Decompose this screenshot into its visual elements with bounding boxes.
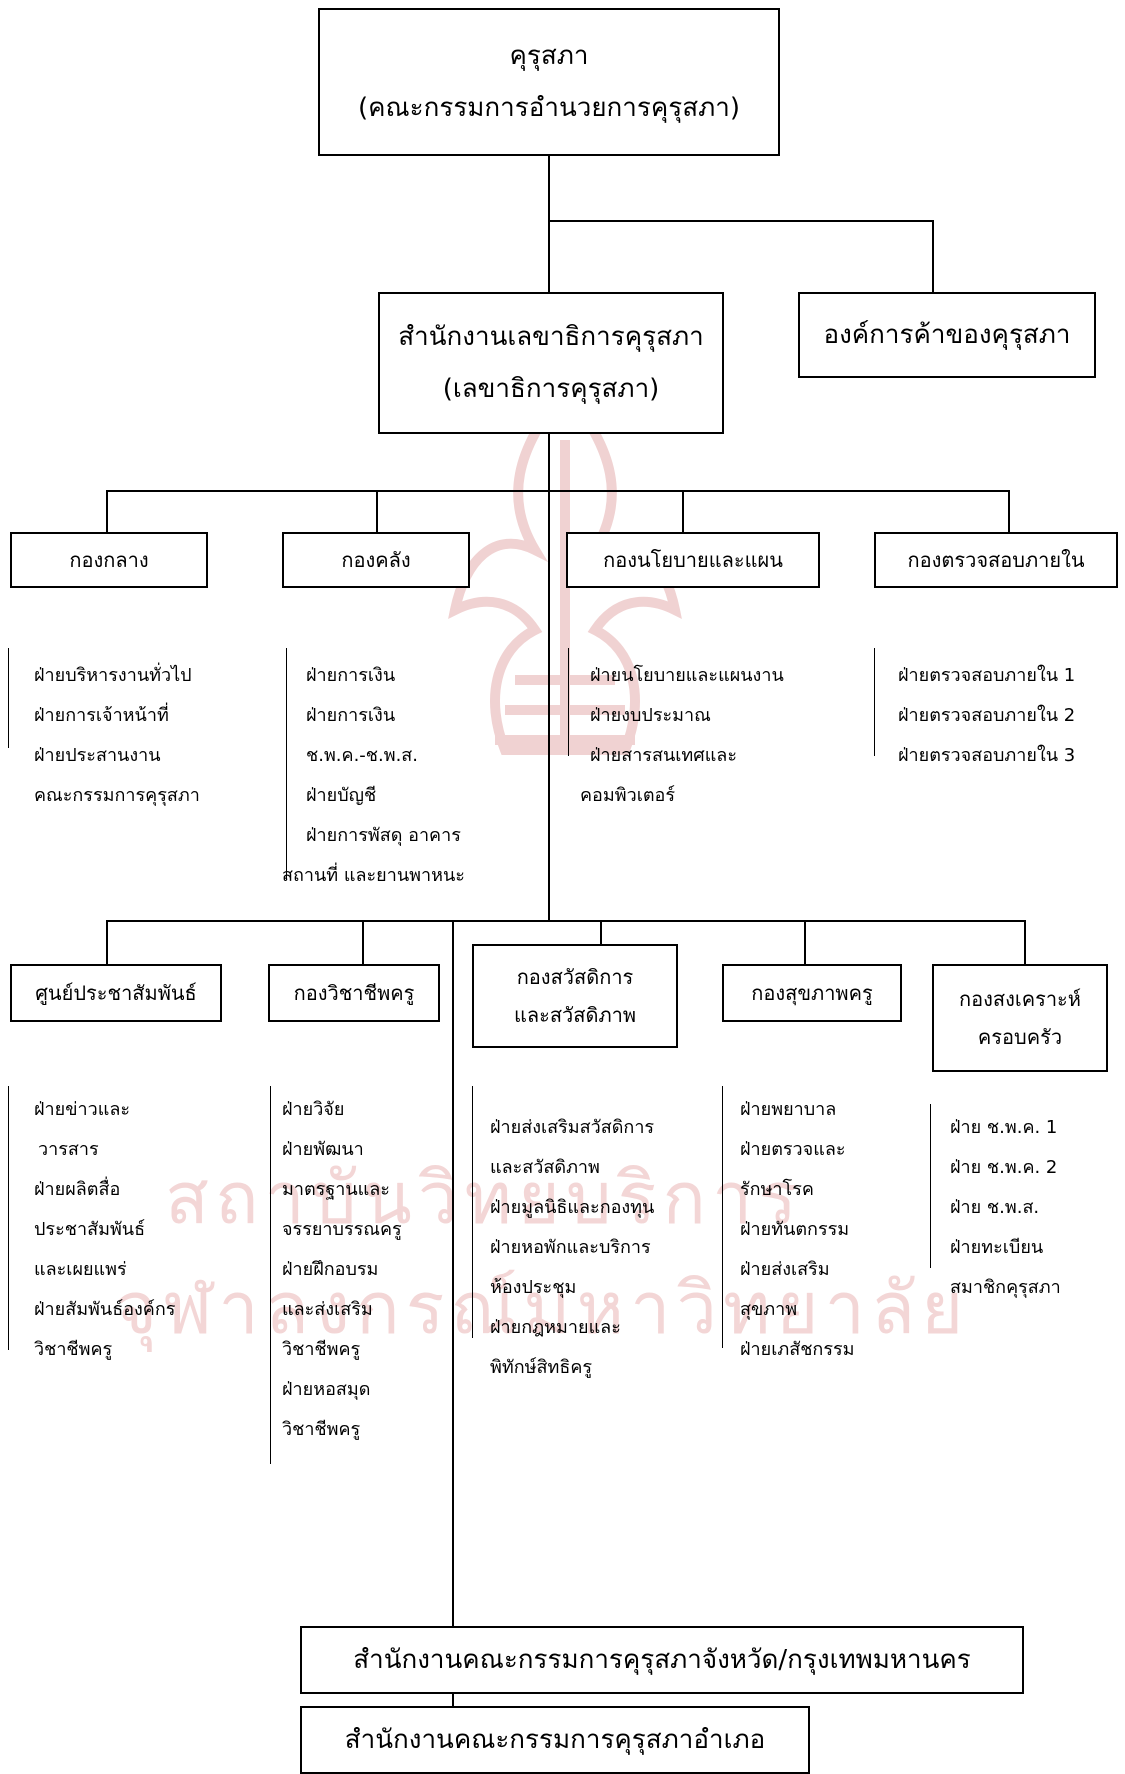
division-box-audit: กองตรวจสอบภายใน: [874, 532, 1118, 588]
university-seal-watermark: [448, 382, 682, 755]
list-item: ฝ่าย ช.พ.ค. 2: [950, 1157, 1058, 1178]
list-item: คณะกรรมการคุรุสภา: [34, 785, 200, 806]
list-item: ฝ่ายการเงิน: [306, 705, 396, 726]
list-item: ฝ่ายบริหารงานทั่วไป: [34, 665, 192, 686]
list-item: ฝ่ายทันตกรรม: [740, 1219, 850, 1240]
list-item: สถานที่ และยานพาหนะ: [282, 865, 465, 886]
list-item: และส่งเสริม: [282, 1299, 373, 1320]
root-subtitle: (คณะกรรมการอำนวยการคุรุสภา): [358, 93, 740, 123]
watermark-line-1: สถาบันวิทยบริการ: [165, 1156, 804, 1240]
list-item: และสวัสดิภาพ: [490, 1157, 600, 1178]
secretariat-title: สำนักงานเลขาธิการคุรุสภา: [398, 322, 704, 352]
list-item: ฝ่ายผลิตสื่อ: [34, 1179, 121, 1200]
list-item: ประชาสัมพันธ์: [34, 1219, 146, 1240]
list-item: วารสาร: [38, 1139, 99, 1160]
secretariat-subtitle: (เลขาธิการคุรุสภา): [442, 374, 660, 404]
list-item: ฝ่ายมูลนิธิและกองทุน: [490, 1197, 655, 1218]
provincial-office-box: สำนักงานคณะกรรมการคุรุสภาจังหวัด/กรุงเทพ…: [300, 1626, 1024, 1694]
list-item: ฝ่ายสัมพันธ์องค์กร: [34, 1299, 176, 1320]
secretariat-box: สำนักงานเลขาธิการคุรุสภา (เลขาธิการคุรุส…: [378, 292, 724, 434]
list-item: และเผยแพร่: [34, 1259, 127, 1280]
list-item: ฝ่ายเภสัชกรรม: [740, 1339, 855, 1360]
division-title: ศูนย์ประชาสัมพันธ์: [35, 981, 197, 1005]
division-title: กองนโยบายและแผน: [603, 548, 783, 572]
list-item: ฝ่ายพยาบาล: [740, 1099, 837, 1120]
list-item: ฝ่ายประสานงาน: [34, 745, 161, 766]
division-title: กองสวัสดิการ: [516, 965, 634, 989]
division-box-welfare: กองสวัสดิการ และสวัสดิภาพ: [472, 944, 678, 1048]
division-box-central: กองกลาง: [10, 532, 208, 588]
list-item: ฝ่ายส่งเสริม: [740, 1259, 830, 1280]
list-item: สมาชิกคุรุสภา: [950, 1277, 1061, 1298]
list-item: ฝ่ายข่าวและ: [34, 1099, 131, 1120]
list-item: ช.พ.ค.-ช.พ.ส.: [306, 745, 419, 766]
list-item: ฝ่ายบัญชี: [306, 785, 377, 806]
provincial-office-title: สำนักงานคณะกรรมการคุรุสภาจังหวัด/กรุงเทพ…: [353, 1645, 971, 1675]
division-title: และสวัสดิภาพ: [513, 1003, 637, 1027]
list-item: ฝ่ายตรวจสอบภายใน 3: [898, 745, 1076, 766]
list-item: ฝ่ายสารสนเทศและ: [590, 745, 737, 766]
division-title: กองกลาง: [69, 548, 149, 572]
list-item: วิชาชีพครู: [282, 1419, 361, 1440]
list-item: ฝ่าย ช.พ.ส.: [950, 1197, 1040, 1218]
list-item: ฝ่ายหอสมุด: [282, 1379, 371, 1400]
list-item: ฝ่ายการพัสดุ อาคาร: [306, 825, 461, 846]
list-item: ฝ่ายวิจัย: [282, 1099, 345, 1120]
list-item: รักษาโรค: [740, 1179, 814, 1200]
list-item: วิชาชีพครู: [34, 1339, 113, 1360]
division-title: กองสงเคราะห์: [959, 987, 1081, 1011]
division-title: ครอบครัว: [977, 1025, 1063, 1049]
list-item: ฝ่าย ช.พ.ค. 1: [950, 1117, 1058, 1138]
list-item: ฝ่ายหอพักและบริการ: [490, 1237, 651, 1258]
watermark-line-2: จุฬาลงกรณ์มหาวิทยาลัย: [115, 1266, 970, 1350]
list-item: พิทักษ์สิทธิครู: [490, 1357, 593, 1378]
list-item: ฝ่ายตรวจและ: [740, 1139, 846, 1160]
list-item: ฝ่ายกฎหมายและ: [490, 1317, 621, 1338]
list-item: ฝ่ายพัฒนา: [282, 1139, 364, 1160]
division-title: กองตรวจสอบภายใน: [907, 548, 1085, 572]
division-box-teaching-profession: กองวิชาชีพครู: [268, 964, 440, 1022]
list-item: วิชาชีพครู: [282, 1339, 361, 1360]
district-office-title: สำนักงานคณะกรรมการคุรุสภาอำเภอ: [344, 1725, 766, 1755]
list-item: ฝ่ายนโยบายและแผนงาน: [590, 665, 784, 686]
division-box-family-aid: กองสงเคราะห์ ครอบครัว: [932, 964, 1108, 1072]
list-item: คอมพิวเตอร์: [580, 785, 676, 806]
list-item: ฝ่ายส่งเสริมสวัสดิการ: [490, 1117, 655, 1138]
division-title: กองสุขภาพครู: [751, 981, 873, 1005]
list-item: ฝ่ายทะเบียน: [950, 1237, 1044, 1258]
district-office-box: สำนักงานคณะกรรมการคุรุสภาอำเภอ: [300, 1706, 810, 1774]
list-item: ฝ่ายตรวจสอบภายใน 1: [898, 665, 1076, 686]
division-title: กองวิชาชีพครู: [293, 981, 415, 1005]
division-box-policy: กองนโยบายและแผน: [566, 532, 820, 588]
division-title: กองคลัง: [341, 548, 411, 572]
division-box-public-relations: ศูนย์ประชาสัมพันธ์: [10, 964, 222, 1022]
list-item: สุขภาพ: [740, 1299, 798, 1320]
list-item: ฝ่ายการเงิน: [306, 665, 396, 686]
list-item: ฝ่ายฝึกอบรม: [282, 1259, 379, 1280]
root-box: คุรุสภา (คณะกรรมการอำนวยการคุรุสภา): [318, 8, 780, 156]
list-item: มาตรฐานและ: [282, 1179, 390, 1200]
division-box-finance: กองคลัง: [282, 532, 470, 588]
division-box-health: กองสุขภาพครู: [722, 964, 902, 1022]
list-item: ห้องประชุม: [490, 1277, 577, 1298]
list-item: ฝ่ายงบประมาณ: [590, 705, 711, 726]
trade-org-box: องค์การค้าของคุรุสภา: [798, 292, 1096, 378]
list-item: ฝ่ายตรวจสอบภายใน 2: [898, 705, 1076, 726]
trade-org-title: องค์การค้าของคุรุสภา: [823, 320, 1071, 350]
root-title: คุรุสภา: [509, 41, 589, 71]
list-item: จรรยาบรรณครู: [282, 1219, 402, 1240]
list-item: ฝ่ายการเจ้าหน้าที่: [34, 705, 169, 726]
